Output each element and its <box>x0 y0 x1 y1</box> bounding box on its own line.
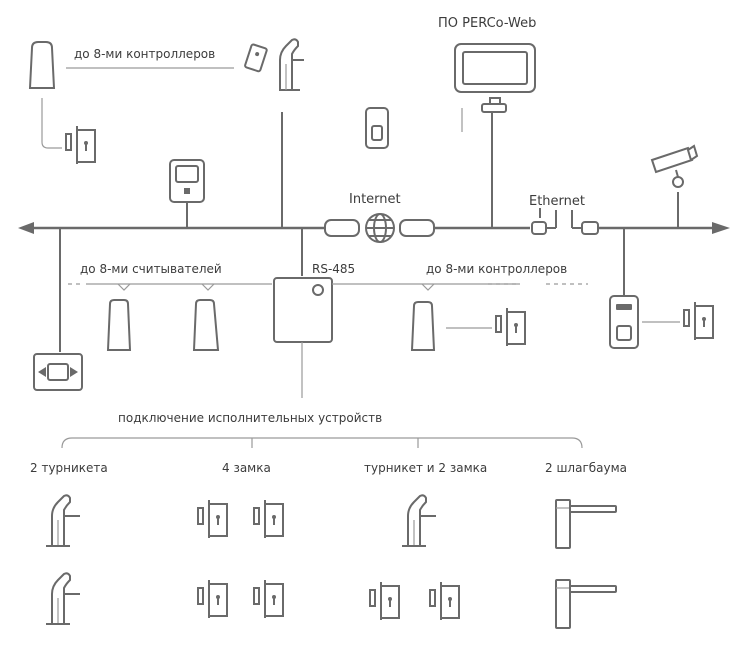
barrier-2 <box>555 579 617 629</box>
handheld-reader <box>365 107 389 149</box>
arrow-in-icon-right <box>70 367 78 377</box>
card-icon <box>244 43 268 73</box>
ethernet-label: Ethernet <box>529 194 585 209</box>
reader-2 <box>192 299 220 351</box>
globe-icon <box>365 213 395 243</box>
lock-1 <box>197 499 228 539</box>
mid-door <box>495 307 526 347</box>
top-controllers-label: до 8-ми контроллеров <box>74 47 215 61</box>
rs485-label: RS-485 <box>312 262 355 276</box>
option-2-turnstiles-label: 2 турникета <box>30 461 108 475</box>
lock-2 <box>253 499 284 539</box>
lock-4 <box>253 579 284 619</box>
lock-3 <box>197 579 228 619</box>
top-left-door <box>65 125 96 165</box>
mid-reader <box>410 301 436 351</box>
option-4-locks-label: 4 замка <box>222 461 271 475</box>
controller-device <box>273 277 333 343</box>
devices-label: подключение исполнительных устройств <box>118 411 382 425</box>
camera-icon <box>650 144 699 188</box>
barrier-1 <box>555 499 617 549</box>
right-terminal <box>609 295 639 349</box>
reader-1 <box>106 299 132 351</box>
turnstile-3 <box>401 494 437 547</box>
turnstile-top <box>279 38 304 91</box>
devices-bracket <box>61 437 583 449</box>
lock-6 <box>429 581 460 621</box>
monitor-icon <box>454 43 536 113</box>
turnstile-2 <box>45 572 81 625</box>
lock-5 <box>369 581 400 621</box>
bus-arrow-left-icon <box>18 222 34 234</box>
turnstile-1 <box>45 494 81 547</box>
arrow-in-icon <box>38 367 46 377</box>
readers-label: до 8-ми считывателей <box>80 262 222 276</box>
bus-arrow-right-icon <box>712 222 730 234</box>
mid-controllers-label: до 8-ми контроллеров <box>426 262 567 276</box>
main-bus <box>18 222 730 234</box>
right-door <box>683 301 714 341</box>
ethernet-link <box>531 208 599 235</box>
internet-link <box>324 213 435 243</box>
option-2-barriers-label: 2 шлагбаума <box>545 461 627 475</box>
internet-label: Internet <box>349 192 401 207</box>
software-label: ПО PERCo-Web <box>438 16 536 31</box>
exit-button-device <box>33 353 83 391</box>
top-left-reader <box>28 41 56 89</box>
option-turnstile-2-locks-label: турникет и 2 замка <box>364 461 487 475</box>
terminal-left <box>169 159 205 228</box>
